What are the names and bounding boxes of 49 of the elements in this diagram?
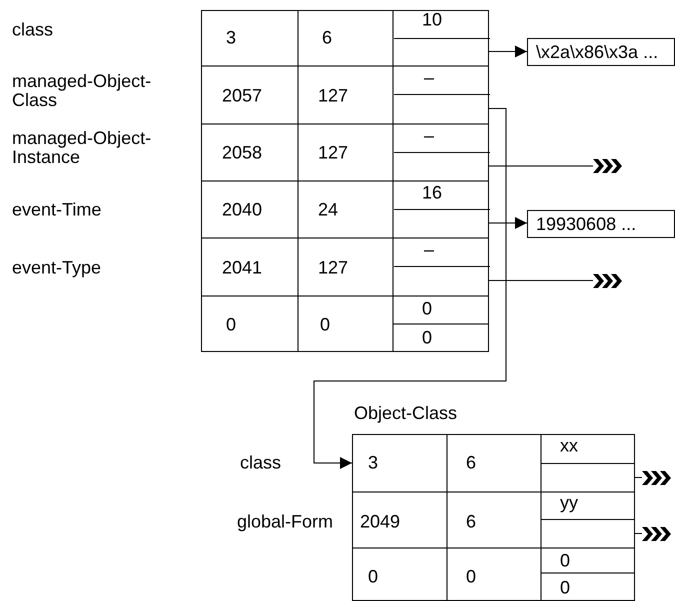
cell-value: 0 xyxy=(422,300,432,318)
continuation-chevrons xyxy=(642,526,672,542)
cell-value: 0 xyxy=(422,328,432,348)
cell-value: 127 xyxy=(318,144,348,162)
arrow xyxy=(488,217,528,229)
cell-value: yy xyxy=(560,494,578,512)
row-label: managed-Object-Instance xyxy=(12,129,152,167)
cell-value: 0 xyxy=(320,316,330,334)
cell-value: 0 xyxy=(466,568,476,586)
cell-value: 0 xyxy=(560,552,570,570)
cell-value: 2049 xyxy=(360,512,400,532)
cell-value: 6 xyxy=(466,512,476,532)
cell-value: 2041 xyxy=(222,258,262,278)
row-label: event-Time xyxy=(12,200,102,220)
continuation-chevrons xyxy=(593,272,623,288)
cell-value: 16 xyxy=(422,184,442,202)
cell-value: 6 xyxy=(466,454,476,472)
value-box: \x2a\x86\x3a ... xyxy=(527,38,675,66)
cell-value: xx xyxy=(560,436,578,456)
cell-value: – xyxy=(424,240,434,260)
cell-value: – xyxy=(424,68,434,88)
cell-value: 0 xyxy=(560,578,570,598)
connector-line xyxy=(488,280,594,281)
cell-value: 24 xyxy=(318,200,338,220)
arrow xyxy=(488,46,528,58)
cell-value: 10 xyxy=(422,10,442,30)
cell-value: 6 xyxy=(322,28,332,48)
cell-value: – xyxy=(424,126,434,146)
cell-value: 2057 xyxy=(222,86,262,106)
cell-value: 0 xyxy=(226,316,236,334)
row-label: managed-Object-Class xyxy=(12,72,152,110)
cell-value: 2040 xyxy=(222,200,262,220)
value-box: 19930608 ... xyxy=(527,210,675,238)
continuation-chevrons xyxy=(593,158,623,174)
connector-line xyxy=(634,533,642,534)
continuation-chevrons xyxy=(642,470,672,486)
arrow xyxy=(314,108,506,469)
cell-value: 3 xyxy=(368,454,378,472)
connector-line xyxy=(634,477,642,478)
row-label: class xyxy=(12,20,54,40)
row-label: global-Form xyxy=(237,512,334,532)
table-heading: Object-Class xyxy=(354,404,458,423)
cell-value: 0 xyxy=(368,568,378,586)
cell-value: 2058 xyxy=(222,144,262,162)
row-label: class xyxy=(240,454,282,472)
cell-value: 127 xyxy=(318,258,348,278)
cell-value: 127 xyxy=(318,86,348,106)
row-label: event-Type xyxy=(12,258,102,278)
cell-value: 3 xyxy=(226,28,236,48)
